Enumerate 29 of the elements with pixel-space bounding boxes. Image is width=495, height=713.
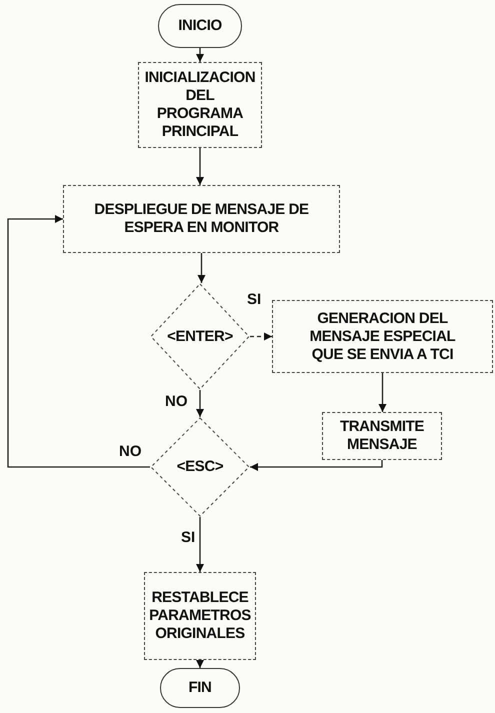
process-box	[63, 185, 340, 253]
node-label: DESPLIEGUE DE MENSAJE DE ESPERA EN MONITOR	[93, 201, 310, 237]
edge-label: NO	[118, 444, 142, 459]
node-label: INICIALIZACION DEL PROGRAMA PRINCIPAL	[144, 69, 256, 141]
node-label: <ESC>	[176, 458, 224, 476]
arrow	[378, 373, 386, 412]
arrow	[7, 215, 150, 468]
node-label: <ENTER>	[167, 328, 233, 346]
process-box	[144, 572, 256, 660]
edge-label: SI	[180, 530, 196, 545]
process-box	[272, 300, 493, 373]
arrow	[196, 390, 204, 417]
arrow	[196, 148, 204, 185]
arrow	[196, 660, 204, 668]
arrow	[250, 460, 383, 471]
node-label: TRANSMITE MENSAJE	[338, 418, 426, 454]
node-label: INICIO	[178, 17, 222, 35]
process-box	[138, 62, 262, 148]
node-label: GENERACION DEL MENSAJE ESPECIAL QUE SE ENVIA A TCI	[308, 310, 456, 364]
arrow	[196, 48, 204, 62]
edge-label: SI	[246, 292, 262, 307]
arrow	[198, 253, 206, 283]
arrow	[196, 517, 204, 572]
decision-diamond	[150, 417, 250, 517]
edge-label: NO	[164, 394, 188, 409]
node-label: FIN	[188, 679, 212, 697]
arrow	[250, 332, 272, 340]
process-box	[322, 412, 442, 460]
node-label: RESTABLECE PARAMETROS ORIGINALES	[149, 589, 251, 643]
